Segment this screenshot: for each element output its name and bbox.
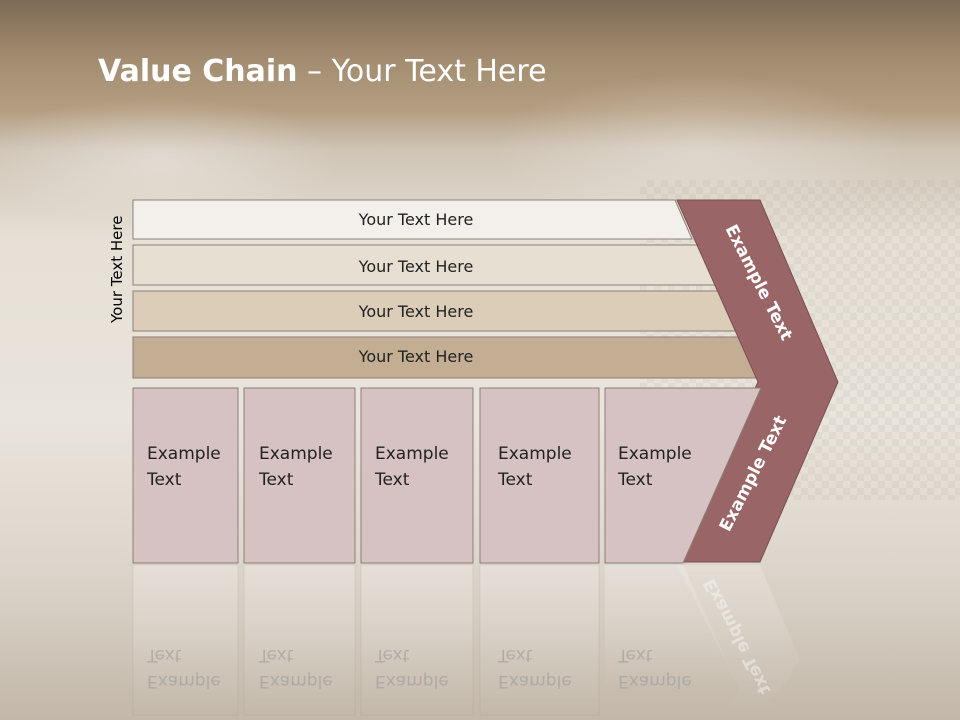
reflection-box-2 [243,564,356,716]
bar-4-label: Your Text Here [358,347,474,366]
chevron-arrow[interactable] [676,199,839,563]
reflection-box-1 [132,564,239,716]
slide-title: Value Chain – Your Text Here [98,54,547,89]
bar-1[interactable] [132,199,693,240]
box-1-line2: Text [146,470,182,490]
bars-group: Your Text Here Your Text Here Your Text … [132,199,764,379]
bar-1-label: Your Text Here [358,210,474,229]
box-2-line2: Text [258,470,294,490]
reflection-box-1-line2: Text [146,645,182,665]
box-5-line1: Example [618,444,692,464]
reflection-group: Text Example Text Example Text Example T… [132,564,800,720]
reflection-box-5-line1: Example [618,671,692,691]
bar-3-label: Your Text Here [358,302,474,321]
box-2[interactable] [243,387,356,564]
box-5-line2: Text [617,470,653,490]
bar-2-label: Your Text Here [358,257,474,276]
box-1[interactable] [132,387,239,564]
reflection-box-3 [360,564,474,716]
box-3-line2: Text [374,470,410,490]
reflection-box-2-line2: Text [258,645,294,665]
box-3-line1: Example [375,444,449,464]
slide-title-bold: Value Chain [98,54,298,89]
reflection-box-4-line1: Example [498,671,572,691]
box-4-line1: Example [498,444,572,464]
box-3[interactable] [360,387,474,564]
box-4[interactable] [479,387,600,564]
reflection-box-4-line2: Text [497,645,533,665]
box-1-line1: Example [147,444,221,464]
reflection-box-4 [479,564,600,716]
reflection-box-1-line1: Example [147,671,221,691]
reflection-box-2-line1: Example [259,671,333,691]
box-2-line1: Example [259,444,333,464]
box-5[interactable] [604,387,762,564]
reflection-box-3-line2: Text [374,645,410,665]
reflection-box-5-line2: Text [617,645,653,665]
reflection-box-5 [605,565,740,690]
slide-title-rest: – Your Text Here [297,54,547,89]
reflection-chevron [677,565,800,720]
reflection-box-3-line1: Example [375,671,449,691]
boxes-group: Example Text Example Text Example Text E… [132,387,762,564]
box-4-line2: Text [497,470,533,490]
